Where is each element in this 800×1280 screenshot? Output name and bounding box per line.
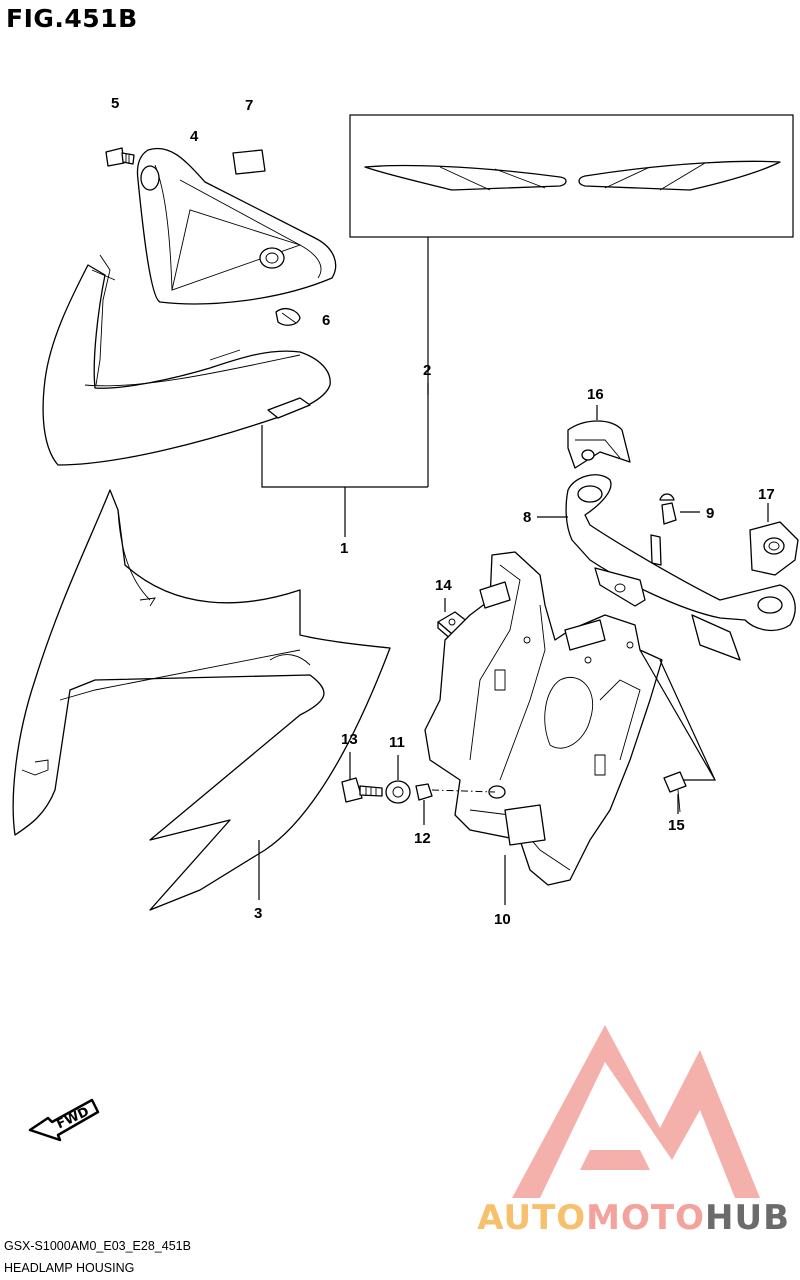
fwd-arrow-icon: FWD <box>28 1098 100 1142</box>
callout-7: 7 <box>245 97 253 114</box>
callout-17: 17 <box>758 486 775 503</box>
callout-9: 9 <box>706 505 714 522</box>
part-5-screw <box>105 147 135 167</box>
callout-3: 3 <box>254 905 262 922</box>
brand-auto: AUTO <box>477 1198 587 1238</box>
callout-15: 15 <box>668 817 685 834</box>
brand-hub: HUB <box>705 1198 790 1238</box>
part-15-bolt <box>663 771 687 813</box>
part-10-bracket <box>424 551 663 886</box>
callout-2: 2 <box>423 362 431 379</box>
callout-8: 8 <box>523 509 531 526</box>
fwd-label: FWD <box>54 1104 91 1132</box>
part-16-bracket <box>567 420 631 469</box>
callout-13: 13 <box>341 731 358 748</box>
part-17-bracket <box>749 521 799 576</box>
callout-labels: 1 2 3 4 5 6 7 8 9 10 11 12 13 14 15 16 1… <box>111 95 775 928</box>
callout-11: 11 <box>389 734 405 751</box>
model-code: GSX-S1000AM0_E03_E28_451B <box>4 1239 191 1253</box>
leader-1-2 <box>261 237 429 537</box>
part-4-meter-cover <box>136 147 337 305</box>
watermark-logo-icon <box>512 1025 760 1198</box>
part-11-grommet <box>385 780 411 804</box>
part-12-collar <box>415 783 433 801</box>
part-2-box <box>349 114 794 238</box>
part-8-stay <box>565 474 796 661</box>
callout-16: 16 <box>587 386 604 403</box>
part-13-bolt <box>341 777 383 803</box>
part-3-side-cowl <box>12 489 391 911</box>
figure-description: HEADLAMP HOUSING <box>4 1261 135 1275</box>
watermark-brand: AUTOMOTOHUB <box>477 1198 790 1238</box>
figure-title: FIG.451B <box>6 4 138 33</box>
callout-10: 10 <box>494 911 511 928</box>
part-6-clip <box>275 308 301 326</box>
part-7-label <box>232 149 266 175</box>
brand-moto: MOTO <box>586 1198 706 1238</box>
part-9-pin <box>659 493 677 525</box>
callout-14: 14 <box>435 577 452 594</box>
callout-4: 4 <box>190 128 199 145</box>
part-2-stripes <box>364 160 781 191</box>
callout-6: 6 <box>322 312 330 329</box>
callout-5: 5 <box>111 95 119 112</box>
callout-1: 1 <box>340 540 348 557</box>
callout-12: 12 <box>414 830 431 847</box>
part-1-headlamp-cowl <box>42 254 331 466</box>
assembly-line <box>431 789 496 793</box>
